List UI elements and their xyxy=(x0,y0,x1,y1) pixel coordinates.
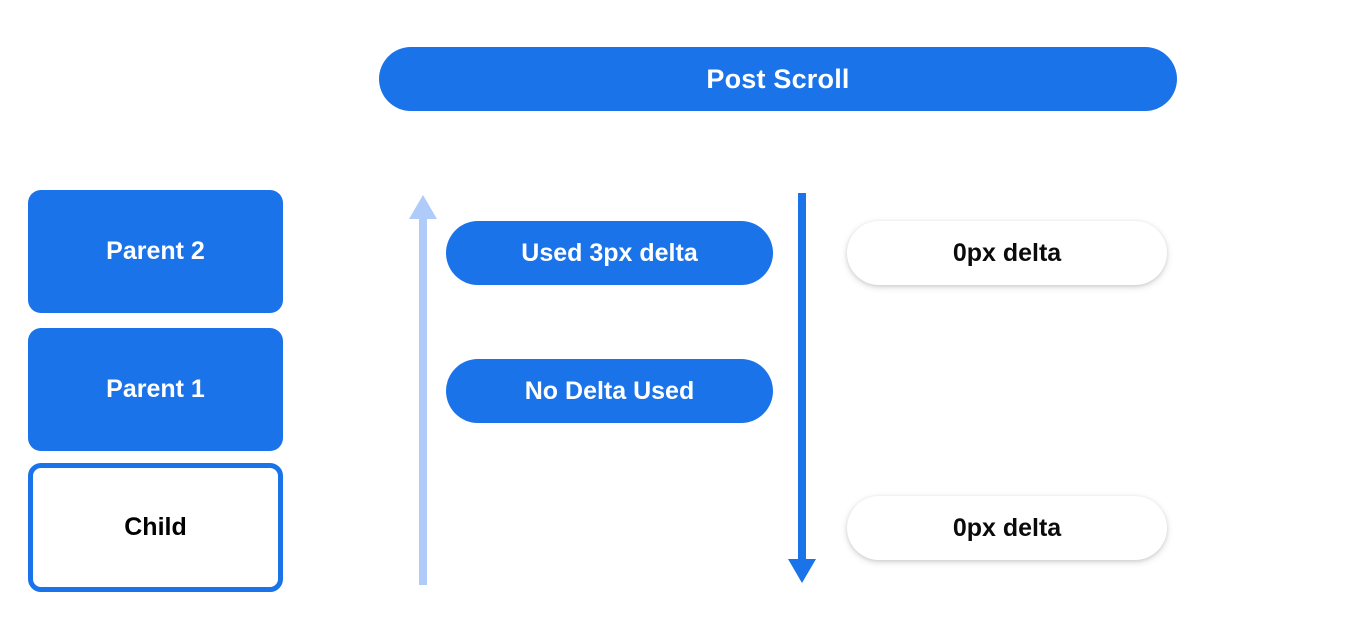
pill-no-delta-used: No Delta Used xyxy=(446,359,773,423)
node-child-label: Child xyxy=(124,513,187,541)
node-parent-1: Parent 1 xyxy=(28,328,283,451)
pill-zero-delta-top-label: 0px delta xyxy=(952,238,1062,267)
node-child: Child xyxy=(28,463,283,592)
node-parent-2-label: Parent 2 xyxy=(106,237,205,265)
pill-zero-delta-top: 0px delta xyxy=(847,221,1167,285)
node-parent-2: Parent 2 xyxy=(28,190,283,313)
scroll-up-arrow-icon xyxy=(409,195,437,585)
post-scroll-banner: Post Scroll xyxy=(379,47,1177,111)
scroll-down-arrow-icon xyxy=(788,193,816,583)
node-parent-1-label: Parent 1 xyxy=(106,375,205,403)
pill-no-delta-used-label: No Delta Used xyxy=(524,376,695,405)
pill-used-3px-delta: Used 3px delta xyxy=(446,221,773,285)
pill-used-3px-delta-label: Used 3px delta xyxy=(521,238,698,267)
pill-zero-delta-bottom: 0px delta xyxy=(847,496,1167,560)
pill-zero-delta-bottom-label: 0px delta xyxy=(952,513,1062,542)
post-scroll-banner-label: Post Scroll xyxy=(706,63,850,94)
